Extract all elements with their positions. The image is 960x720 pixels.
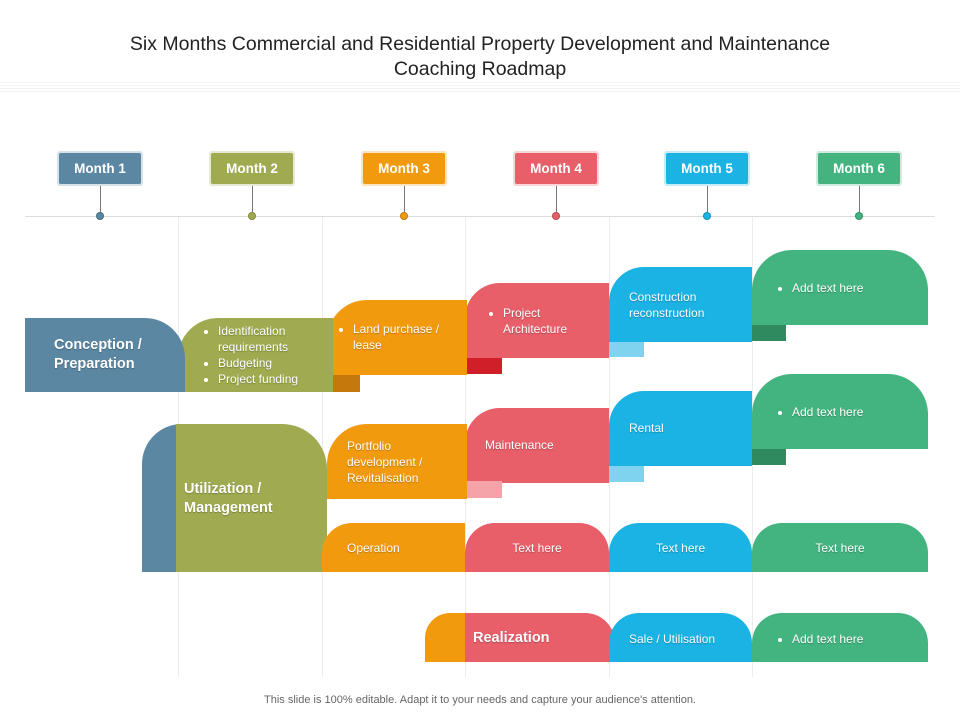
row1-month5-text: Construction reconstruction	[629, 290, 705, 320]
row2-month4-text: Maintenance	[485, 438, 554, 452]
row1-month6-item: Add text here	[792, 280, 918, 296]
row3-month6-text: Text here	[815, 540, 865, 555]
fold-shadow	[465, 357, 502, 374]
month-6-header: Month 6	[816, 151, 902, 186]
row3-month5-text: Text here	[655, 540, 706, 555]
fold-shadow	[752, 324, 786, 341]
row1-month6-block: Add text here	[752, 250, 928, 325]
month-3-stem	[404, 186, 405, 213]
row2-month3-block: Portfolio development / Revitalisation	[327, 424, 467, 499]
row2-month6-item: Add text here	[792, 404, 918, 420]
row2-month6-block: Add text here	[752, 374, 928, 449]
month-4-header: Month 4	[513, 151, 599, 186]
row2-month5-block: Rental	[609, 391, 752, 466]
phase-realization-block: Realization	[465, 613, 615, 662]
month-5-marker	[703, 212, 711, 220]
timeline-axis	[25, 216, 935, 217]
month-6-marker	[855, 212, 863, 220]
row2-month5-text: Rental	[629, 421, 664, 435]
phase-realization-accent	[425, 613, 470, 662]
row3-month3-block: Operation	[322, 523, 465, 572]
row4-month5-text: Sale / Utilisation	[629, 632, 716, 646]
row3-month4-text: Text here	[512, 540, 562, 555]
grid-line	[322, 217, 323, 677]
row1-month2-item: Budgeting	[218, 355, 325, 371]
row1-month4-block: Project Architecture	[465, 283, 609, 358]
row1-month2-item: Identification requirements	[218, 323, 325, 355]
phase-conception-label: Conception / Preparation	[54, 337, 142, 372]
fold-shadow	[609, 340, 644, 357]
row3-month3-text: Operation	[347, 541, 400, 555]
fold-shadow	[465, 481, 502, 498]
phase-utilization-block: Utilization / Management	[176, 424, 327, 572]
row3-month6-block: Text here	[752, 523, 928, 572]
fold-shadow	[752, 448, 786, 465]
row1-month5-block: Construction reconstruction	[609, 267, 752, 342]
month-2-stem	[252, 186, 253, 213]
month-1-stem	[100, 186, 101, 213]
title-divider	[0, 82, 960, 92]
fold-shadow	[609, 465, 644, 482]
row2-month4-block: Maintenance	[465, 408, 609, 483]
row1-month4-item: Project Architecture	[503, 305, 599, 337]
phase-realization-label: Realization	[473, 630, 550, 646]
page-title: Six Months Commercial and Residential Pr…	[60, 32, 900, 82]
month-5-stem	[707, 186, 708, 213]
title-line-2: Coaching Roadmap	[393, 58, 567, 80]
footer-note: This slide is 100% editable. Adapt it to…	[264, 694, 696, 706]
month-1-header: Month 1	[57, 151, 143, 186]
month-6-stem	[859, 186, 860, 213]
row4-month6-item: Add text here	[792, 631, 918, 647]
row1-month3-block: Land purchase / lease	[327, 300, 467, 375]
month-4-marker	[552, 212, 560, 220]
phase-utilization-label: Utilization / Management	[184, 481, 273, 516]
row2-month3-text: Portfolio development / Revitalisation	[347, 439, 423, 485]
month-2-marker	[248, 212, 256, 220]
row1-month2-block: Identification requirements Budgeting Pr…	[178, 318, 333, 392]
row4-month6-block: Add text here	[752, 613, 928, 662]
month-2-header: Month 2	[209, 151, 295, 186]
phase-conception-block: Conception / Preparation	[25, 318, 185, 392]
phase-utilization-accent	[142, 424, 182, 572]
row3-month4-block: Text here	[465, 523, 609, 572]
row4-month5-block: Sale / Utilisation	[609, 613, 752, 662]
month-3-marker	[400, 212, 408, 220]
title-line-1: Six Months Commercial and Residential Pr…	[129, 33, 831, 55]
row1-month2-item: Project funding	[218, 371, 325, 387]
month-5-header: Month 5	[664, 151, 750, 186]
row1-month3-item: Land purchase / lease	[353, 321, 457, 353]
row3-month5-block: Text here	[609, 523, 752, 572]
month-3-header: Month 3	[361, 151, 447, 186]
month-4-stem	[556, 186, 557, 213]
month-1-marker	[96, 212, 104, 220]
